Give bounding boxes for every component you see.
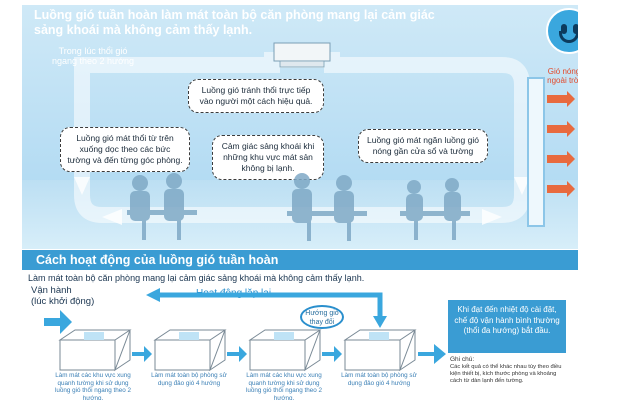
- room-illustration-panel: Luồng gió tuần hoàn làm mát toàn bộ căn …: [22, 5, 578, 249]
- people-silhouettes: [127, 173, 470, 241]
- caption-step-4: Làm mát toàn bộ phòng sử dụng đảo gió 4 …: [341, 372, 417, 387]
- operation-label-line2: (lúc khởi động): [31, 296, 95, 307]
- footnote-text: Các kết quả có thể khác nhau tùy theo đi…: [450, 364, 562, 384]
- bubble-block-hot-air: Luồng gió mát ngăn luồng gió nóng gần cử…: [358, 129, 488, 163]
- section-intro: Làm mát toàn bộ căn phòng mang lại cảm g…: [28, 273, 365, 283]
- window: [527, 77, 545, 227]
- operation-start-label: Vận hành (lúc khởi động): [31, 285, 94, 307]
- airflow-change-label: Hướng gió thay đổi: [300, 305, 344, 329]
- bubble-refreshing-feeling: Cảm giác sảng khoái khi những khu vực má…: [212, 135, 324, 180]
- operation-diagram: [44, 288, 446, 372]
- caption-step-3: Làm mát các khu vực xung quanh tường khi…: [246, 372, 322, 400]
- horizontal-flow-label: Trong lúc thổi gió ngang theo 2 hướng: [52, 46, 134, 66]
- top-title: Luồng gió tuần hoàn làm mát toàn bộ căn …: [34, 8, 435, 37]
- bubble-avoid-direct-airflow: Luồng gió tránh thổi trực tiếp vào người…: [188, 79, 324, 113]
- section-title: Cách hoạt động của luồng gió tuần hoàn: [22, 250, 578, 270]
- air-flow-loop-graphic: [74, 42, 575, 225]
- smiley-face-icon: [546, 8, 578, 54]
- hot-outside-air-label: Gió nóng ngoài trời: [547, 67, 578, 85]
- caption-step-1: Làm mát các khu vực xung quanh tường khi…: [55, 372, 131, 400]
- normal-operation-note: Khi đạt đến nhiệt độ cài đặt, chế độ vận…: [448, 300, 566, 353]
- bubble-cool-air-walls: Luồng gió mát thổi từ trên xuống dọc the…: [60, 127, 190, 172]
- operation-label-line1: Vận hành: [31, 285, 72, 296]
- caption-step-2: Làm mát toàn bộ phòng sử dụng đảo gió 4 …: [151, 372, 227, 387]
- footnote-title: Ghi chú:: [450, 356, 475, 363]
